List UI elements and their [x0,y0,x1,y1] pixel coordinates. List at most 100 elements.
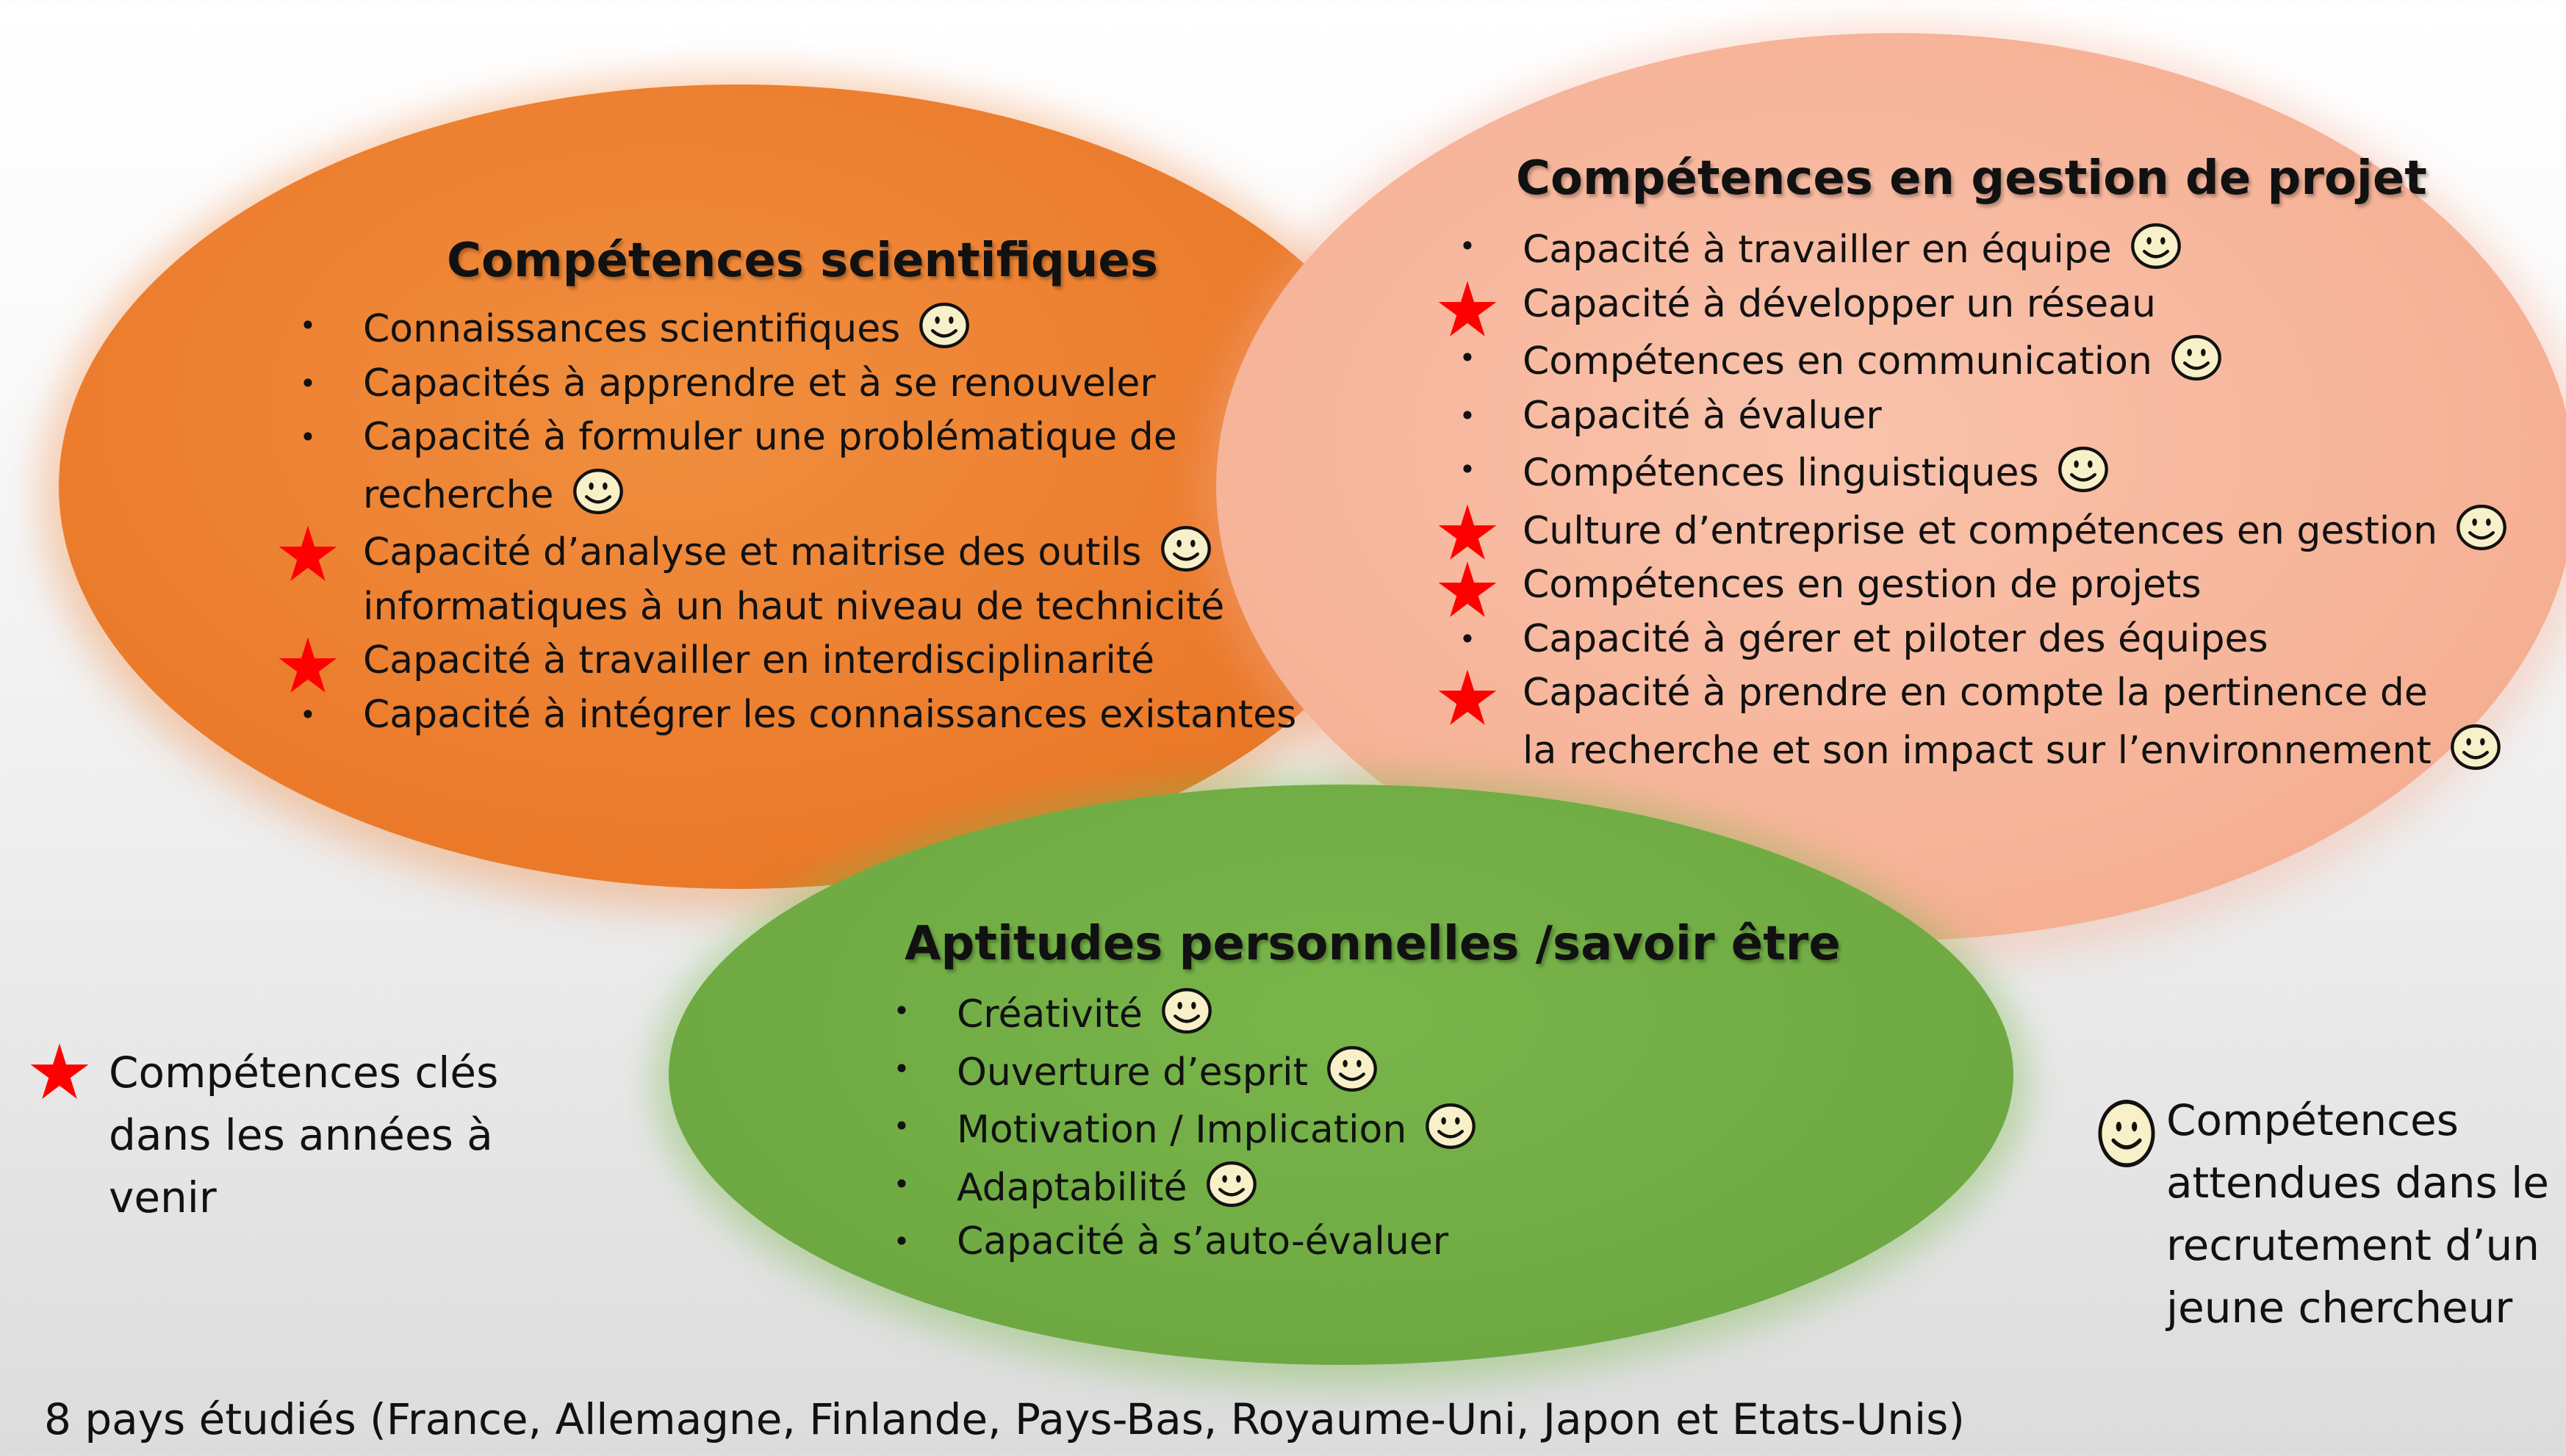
skill-item: • Compétences linguistiques [1427,443,2508,501]
skill-item: • Capacité à évaluer [1427,389,2508,444]
skill-item: • Créativité [861,984,1477,1042]
bullet-icon: • [1459,230,1476,262]
star-icon [278,637,337,693]
smiley-icon [2130,223,2181,269]
scientific-skills-ellipse [59,84,1418,889]
bullet-marker: • [1427,389,1508,444]
bullet-icon: • [893,995,910,1027]
star-icon [1438,669,1497,725]
skill-text: Capacité à formuler une problématique de [363,415,1177,459]
bullet-icon: • [893,1167,910,1200]
scientific-title: Compétences scientifiques [447,234,1158,288]
star-icon [1438,503,1497,560]
scientific-skill-list: • Connaissances scientifiques • Capacités à… [267,299,1296,742]
smiley-icon [2171,335,2221,381]
bullet-marker: • [1427,613,1508,667]
smiley-icon [1160,526,1211,572]
smiley-icon [2450,724,2501,770]
star-icon [278,525,337,581]
key-skill-marker [1427,666,1508,725]
skill-item: • Motivation / Implication [861,1100,1477,1158]
skill-item: • Connaissances scientifiques [267,299,1296,357]
smiley-icon [2058,447,2108,492]
skill-item: Capacité à développer un réseau [1427,278,2508,336]
bullet-marker: • [861,1042,942,1097]
skill-text: Compétences linguistiques [1523,451,2039,495]
bullet-icon: • [1459,342,1476,374]
bullet-marker: • [267,688,348,743]
skill-item: • Capacité à gérer et piloter des équipes [1427,613,2508,667]
skill-text: Motivation / Implication [957,1108,1407,1152]
skill-text-continued: informatiques à un haut niveau de techni… [363,584,1225,629]
bullet-icon: • [1459,399,1476,432]
smiley-icon [1426,1103,1476,1149]
bullet-icon: • [893,1052,910,1085]
legend-key-text: Compétences clés dans les années à venir [109,1048,499,1222]
skill-text: Capacité à prendre en compte la pertinen… [1523,671,2428,715]
bullet-marker: • [861,984,942,1039]
bullet-icon: • [299,367,317,400]
legend-smiley-icon [2096,1099,2157,1168]
personal-skill-list: • Créativité • Ouverture d’esprit • Motivatio… [861,984,1477,1269]
skill-text: Capacité à travailler en équipe [1523,228,2112,272]
project-title: Compétences en gestion de projet [1516,151,2427,206]
footer-note: 8 pays étudiés (France, Allemagne, Finla… [44,1394,1965,1444]
bullet-icon: • [1459,622,1476,655]
skill-text: Capacité à intégrer les connaissances ex… [363,692,1297,737]
bullet-icon: • [299,421,317,453]
skill-text: Capacité à travailler en interdisciplina… [363,638,1155,682]
skill-text: Capacité à gérer et piloter des équipes [1523,616,2268,661]
smiley-icon [2457,504,2506,550]
skill-text: Connaissances scientifiques [363,307,901,351]
skill-item: Capacité à travailler en interdisciplina… [267,634,1296,693]
skill-item: Capacité à prendre en compte la pertinen… [1427,666,2508,778]
bullet-marker: • [267,357,348,411]
skill-item: •Adaptabilité [861,1158,1477,1216]
key-skill-marker [267,634,348,693]
skill-text: Capacités à apprendre et à se renouveler [363,361,1156,406]
skill-text: Capacité à développer un réseau [1523,281,2156,326]
personal-title: Aptitudes personnelles /savoir être [905,917,1841,971]
bullet-icon: • [893,1225,910,1258]
bullet-marker: • [1427,220,1508,274]
skill-item: Capacité d’analyse et maitrise des outil… [267,522,1296,634]
skill-text: Capacité à évaluer [1523,393,1882,438]
bullet-marker: • [861,1158,942,1212]
smiley-icon [1162,988,1212,1034]
skill-text: Compétences en communication [1523,339,2152,383]
bullet-icon: • [1459,453,1476,486]
skill-text: Compétences en gestion de projets [1523,563,2202,607]
star-icon [1438,561,1497,617]
smiley-icon [1206,1161,1257,1207]
bullet-marker: • [267,299,348,353]
key-skill-marker [1427,501,1508,560]
smiley-icon [2098,1099,2155,1168]
smiley-icon [1327,1045,1377,1092]
skill-text: Créativité [957,992,1143,1037]
skill-text: Ouverture d’esprit [957,1050,1308,1095]
skill-text: Capacité d’analyse et maitrise des outil… [363,530,1142,574]
bullet-marker: • [1427,443,1508,497]
skill-item: • Ouverture d’esprit [861,1042,1477,1100]
skill-item: • Capacité à intégrer les connaissances e… [267,688,1297,743]
skill-item: • Capacité à travailler en équipe [1427,220,2508,278]
bullet-marker: • [1427,331,1508,386]
bullet-icon: • [893,1110,910,1142]
skill-item: Culture d’entreprise et compétences en g… [1427,501,2508,560]
skill-text-continued: la recherche et son impact sur l’environ… [1523,728,2432,773]
skill-item: • Compétences en communication [1427,331,2508,389]
bullet-icon: • [299,309,317,342]
key-skill-marker [1427,558,1508,617]
skill-item: • Capacités à apprendre et à se renouvele… [267,357,1296,411]
star-icon [1438,280,1497,336]
bullet-marker: • [861,1100,942,1154]
skill-text: Culture d’entreprise et compétences en g… [1523,508,2438,553]
skill-item: Compétences en gestion de projets [1427,558,2508,617]
bullet-marker: • [861,1215,942,1269]
star-icon [30,1043,89,1099]
bullet-icon: • [299,698,317,731]
smiley-icon [919,303,970,348]
legend-star-icon [29,1042,90,1102]
bullet-marker: • [267,411,348,465]
